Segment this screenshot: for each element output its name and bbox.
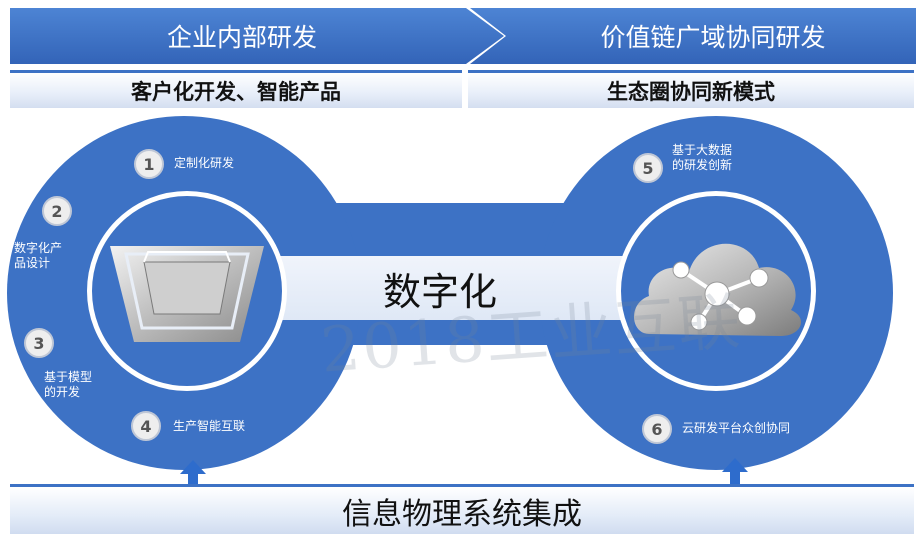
item-3-label: 基于模型 的开发 (44, 370, 93, 399)
item-1-label: 定制化研发 (174, 156, 235, 170)
left-inner-circle (87, 191, 287, 391)
badge-2: 2 (42, 196, 72, 226)
item-6-label: 云研发平台众创协同 (682, 421, 791, 435)
center-label-text: 数字化 (382, 269, 497, 314)
banner-left: 企业内部研发 (10, 8, 504, 64)
center-label: 数字化 (300, 256, 580, 320)
up-arrow-icon (722, 458, 748, 498)
right-inner-circle (616, 191, 816, 391)
badge-3: 3 (24, 328, 54, 358)
banner-left-title: 企业内部研发 (166, 23, 317, 52)
up-arrow-icon (180, 460, 206, 500)
center-band (258, 256, 628, 320)
vessel-icon (110, 246, 264, 342)
banner-right-title: 价值链广域协同研发 (600, 23, 826, 52)
item-4-label: 生产智能互联 (173, 419, 246, 433)
bottom-bar: 信息物理系统集成 (10, 484, 914, 534)
badge-6: 6 (642, 414, 672, 444)
badge-4: 4 (131, 411, 161, 441)
subtitle-right-text: 生态圈协同新模式 (607, 79, 775, 104)
badge-1: 1 (134, 149, 164, 179)
item-5-label: 基于大数据 的研发创新 (672, 143, 733, 172)
subtitle-right: 生态圈协同新模式 (468, 70, 914, 108)
cloud-network-icon (633, 243, 802, 336)
item-2-label: 数字化产 品设计 (14, 241, 63, 270)
subtitle-left: 客户化开发、智能产品 (10, 70, 462, 108)
banner-right: 价值链广域协同研发 (470, 8, 916, 64)
badge-5: 5 (633, 153, 663, 183)
subtitle-left-text: 客户化开发、智能产品 (131, 79, 341, 104)
bottom-label: 信息物理系统集成 (342, 496, 582, 532)
